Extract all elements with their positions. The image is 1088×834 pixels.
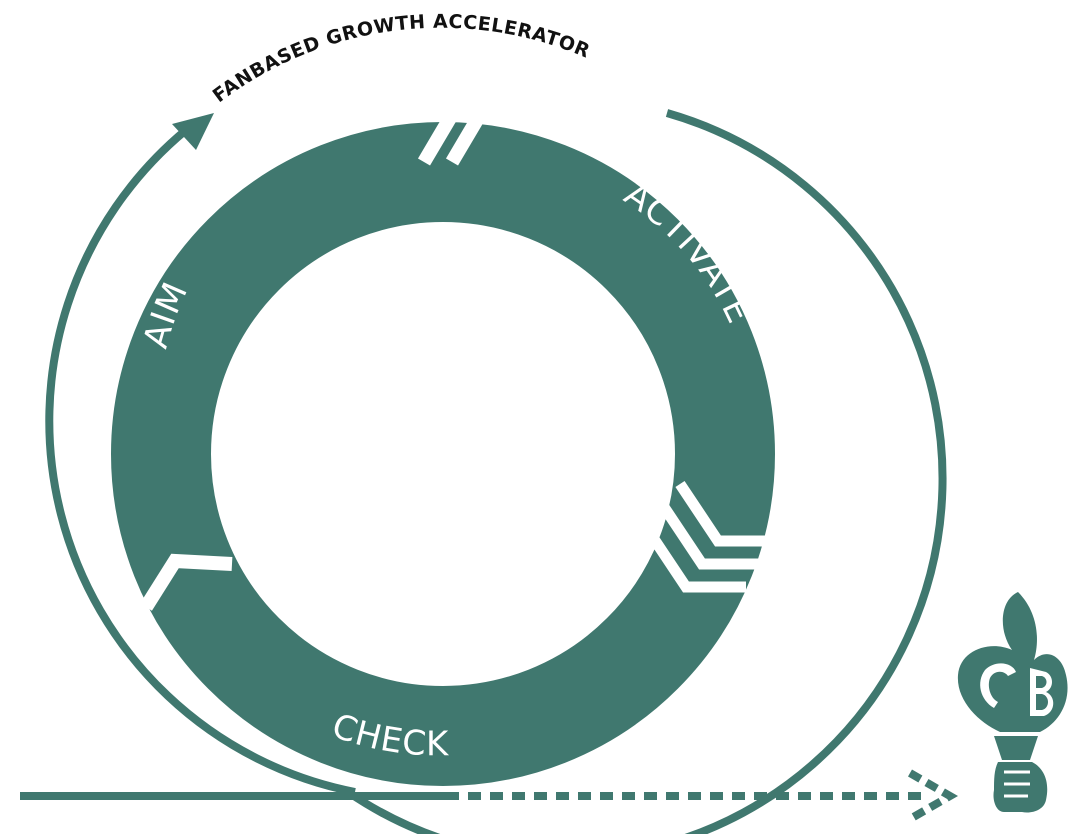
divider-check-aim	[140, 553, 233, 611]
torch-logo-icon	[957, 592, 1068, 813]
divider-activate-check	[643, 480, 778, 593]
outer-arrowhead	[172, 113, 214, 150]
cycle-ring	[111, 122, 775, 786]
outer-cycle-arc	[345, 109, 947, 834]
dashed-arrow-icon	[908, 769, 959, 823]
diagram-title: FANBASED GROWTH ACCELERATOR	[209, 11, 593, 107]
outer-cycle-arc-left	[45, 126, 356, 796]
divider-aim-activate	[417, 72, 487, 166]
